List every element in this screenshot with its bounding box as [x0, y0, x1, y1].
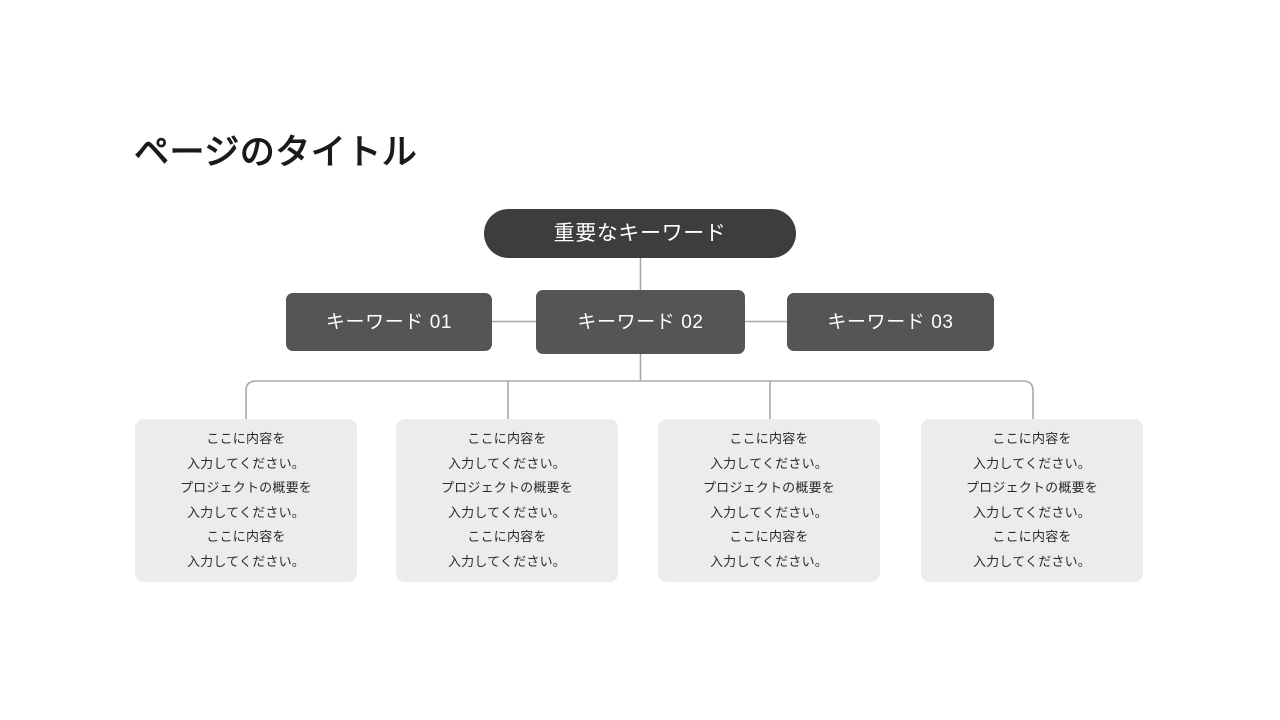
content-card[interactable]: ここに内容を 入力してください。 プロジェクトの概要を 入力してください。 ここ… — [396, 419, 618, 582]
content-card-text: ここに内容を 入力してください。 プロジェクトの概要を 入力してください。 ここ… — [440, 431, 573, 569]
content-card-text: ここに内容を 入力してください。 プロジェクトの概要を 入力してください。 ここ… — [702, 431, 835, 569]
node-keyword-01[interactable]: キーワード 01 — [286, 293, 492, 351]
node-keyword-03[interactable]: キーワード 03 — [787, 293, 994, 351]
content-card[interactable]: ここに内容を 入力してください。 プロジェクトの概要を 入力してください。 ここ… — [135, 419, 357, 582]
node-keyword-03-label: キーワード 03 — [827, 311, 954, 333]
node-keyword-02[interactable]: キーワード 02 — [536, 290, 745, 354]
node-keyword-01-label: キーワード 01 — [325, 311, 453, 333]
node-keyword-02-label: キーワード 02 — [577, 311, 704, 333]
content-card-text: ここに内容を 入力してください。 プロジェクトの概要を 入力してください。 ここ… — [965, 431, 1098, 569]
page-title: ページのタイトル — [134, 133, 418, 172]
content-card[interactable]: ここに内容を 入力してください。 プロジェクトの概要を 入力してください。 ここ… — [921, 419, 1143, 582]
node-root-keyword[interactable]: 重要なキーワード — [484, 209, 796, 258]
content-card[interactable]: ここに内容を 入力してください。 プロジェクトの概要を 入力してください。 ここ… — [658, 419, 880, 582]
connector-distribution-bus — [245, 380, 1034, 419]
node-root-keyword-label: 重要なキーワード — [553, 222, 727, 245]
content-card-text: ここに内容を 入力してください。 プロジェクトの概要を 入力してください。 ここ… — [179, 431, 312, 569]
